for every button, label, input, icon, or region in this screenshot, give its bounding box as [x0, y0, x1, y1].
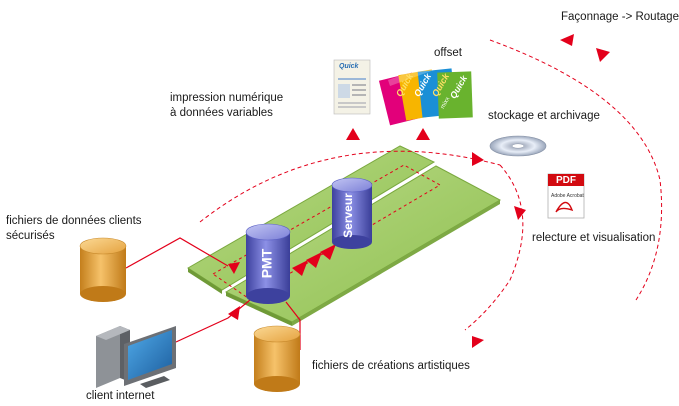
pdf-document-icon	[547, 173, 585, 219]
flyer-brand: Quick	[339, 63, 359, 70]
flyer-icon	[333, 59, 371, 115]
relecture-label: relecture et visualisation	[532, 232, 656, 244]
fichiers-clients-label: fichiers de données clients sécurisés	[6, 214, 176, 244]
arrow-return	[472, 336, 484, 348]
flow-arrows-pmt-serveur	[292, 244, 336, 276]
stockage-label: stockage et archivage	[488, 110, 600, 122]
process-arc-inner	[199, 150, 501, 223]
arrow-client-in	[228, 306, 240, 320]
serveur-label: Serveur	[340, 193, 355, 238]
arrow-stockage	[472, 152, 484, 166]
pmt-cylinder	[245, 223, 291, 304]
cd-disc-icon	[489, 135, 547, 157]
client-data-cylinder	[79, 237, 127, 302]
computer-icon	[96, 326, 176, 388]
client-internet-label: client internet	[86, 390, 155, 402]
faconnage-label: Façonnage -> Routage	[561, 11, 679, 23]
pdf-badge-label: PDF	[556, 175, 576, 186]
fichiers-clients-line-1: fichiers de données clients	[6, 215, 142, 227]
arrow-offset	[416, 128, 430, 140]
offset-label: offset	[434, 47, 462, 59]
fichiers-clients-line-2: sécurisés	[6, 230, 55, 242]
impression-line-2: à données variables	[170, 107, 273, 119]
process-arc-right	[464, 164, 524, 331]
offset-brochures-icon	[378, 64, 473, 126]
arrow-data-in	[228, 262, 240, 274]
creations-label: fichiers de créations artistiques	[312, 360, 470, 372]
arrow-faconnage-2	[596, 48, 610, 62]
arrow-faconnage-1	[560, 34, 574, 46]
arrow-relecture	[514, 206, 526, 220]
pmt-label: PMT	[258, 248, 275, 279]
acrobat-caption: Adobe Acrobat	[551, 193, 584, 199]
arrow-impression	[346, 128, 360, 140]
creations-cylinder	[253, 325, 301, 392]
impression-label: impression numérique à données variables	[170, 91, 320, 121]
serveur-cylinder	[331, 177, 373, 249]
process-arc-outer	[489, 39, 663, 301]
impression-line-1: impression numérique	[170, 92, 284, 104]
